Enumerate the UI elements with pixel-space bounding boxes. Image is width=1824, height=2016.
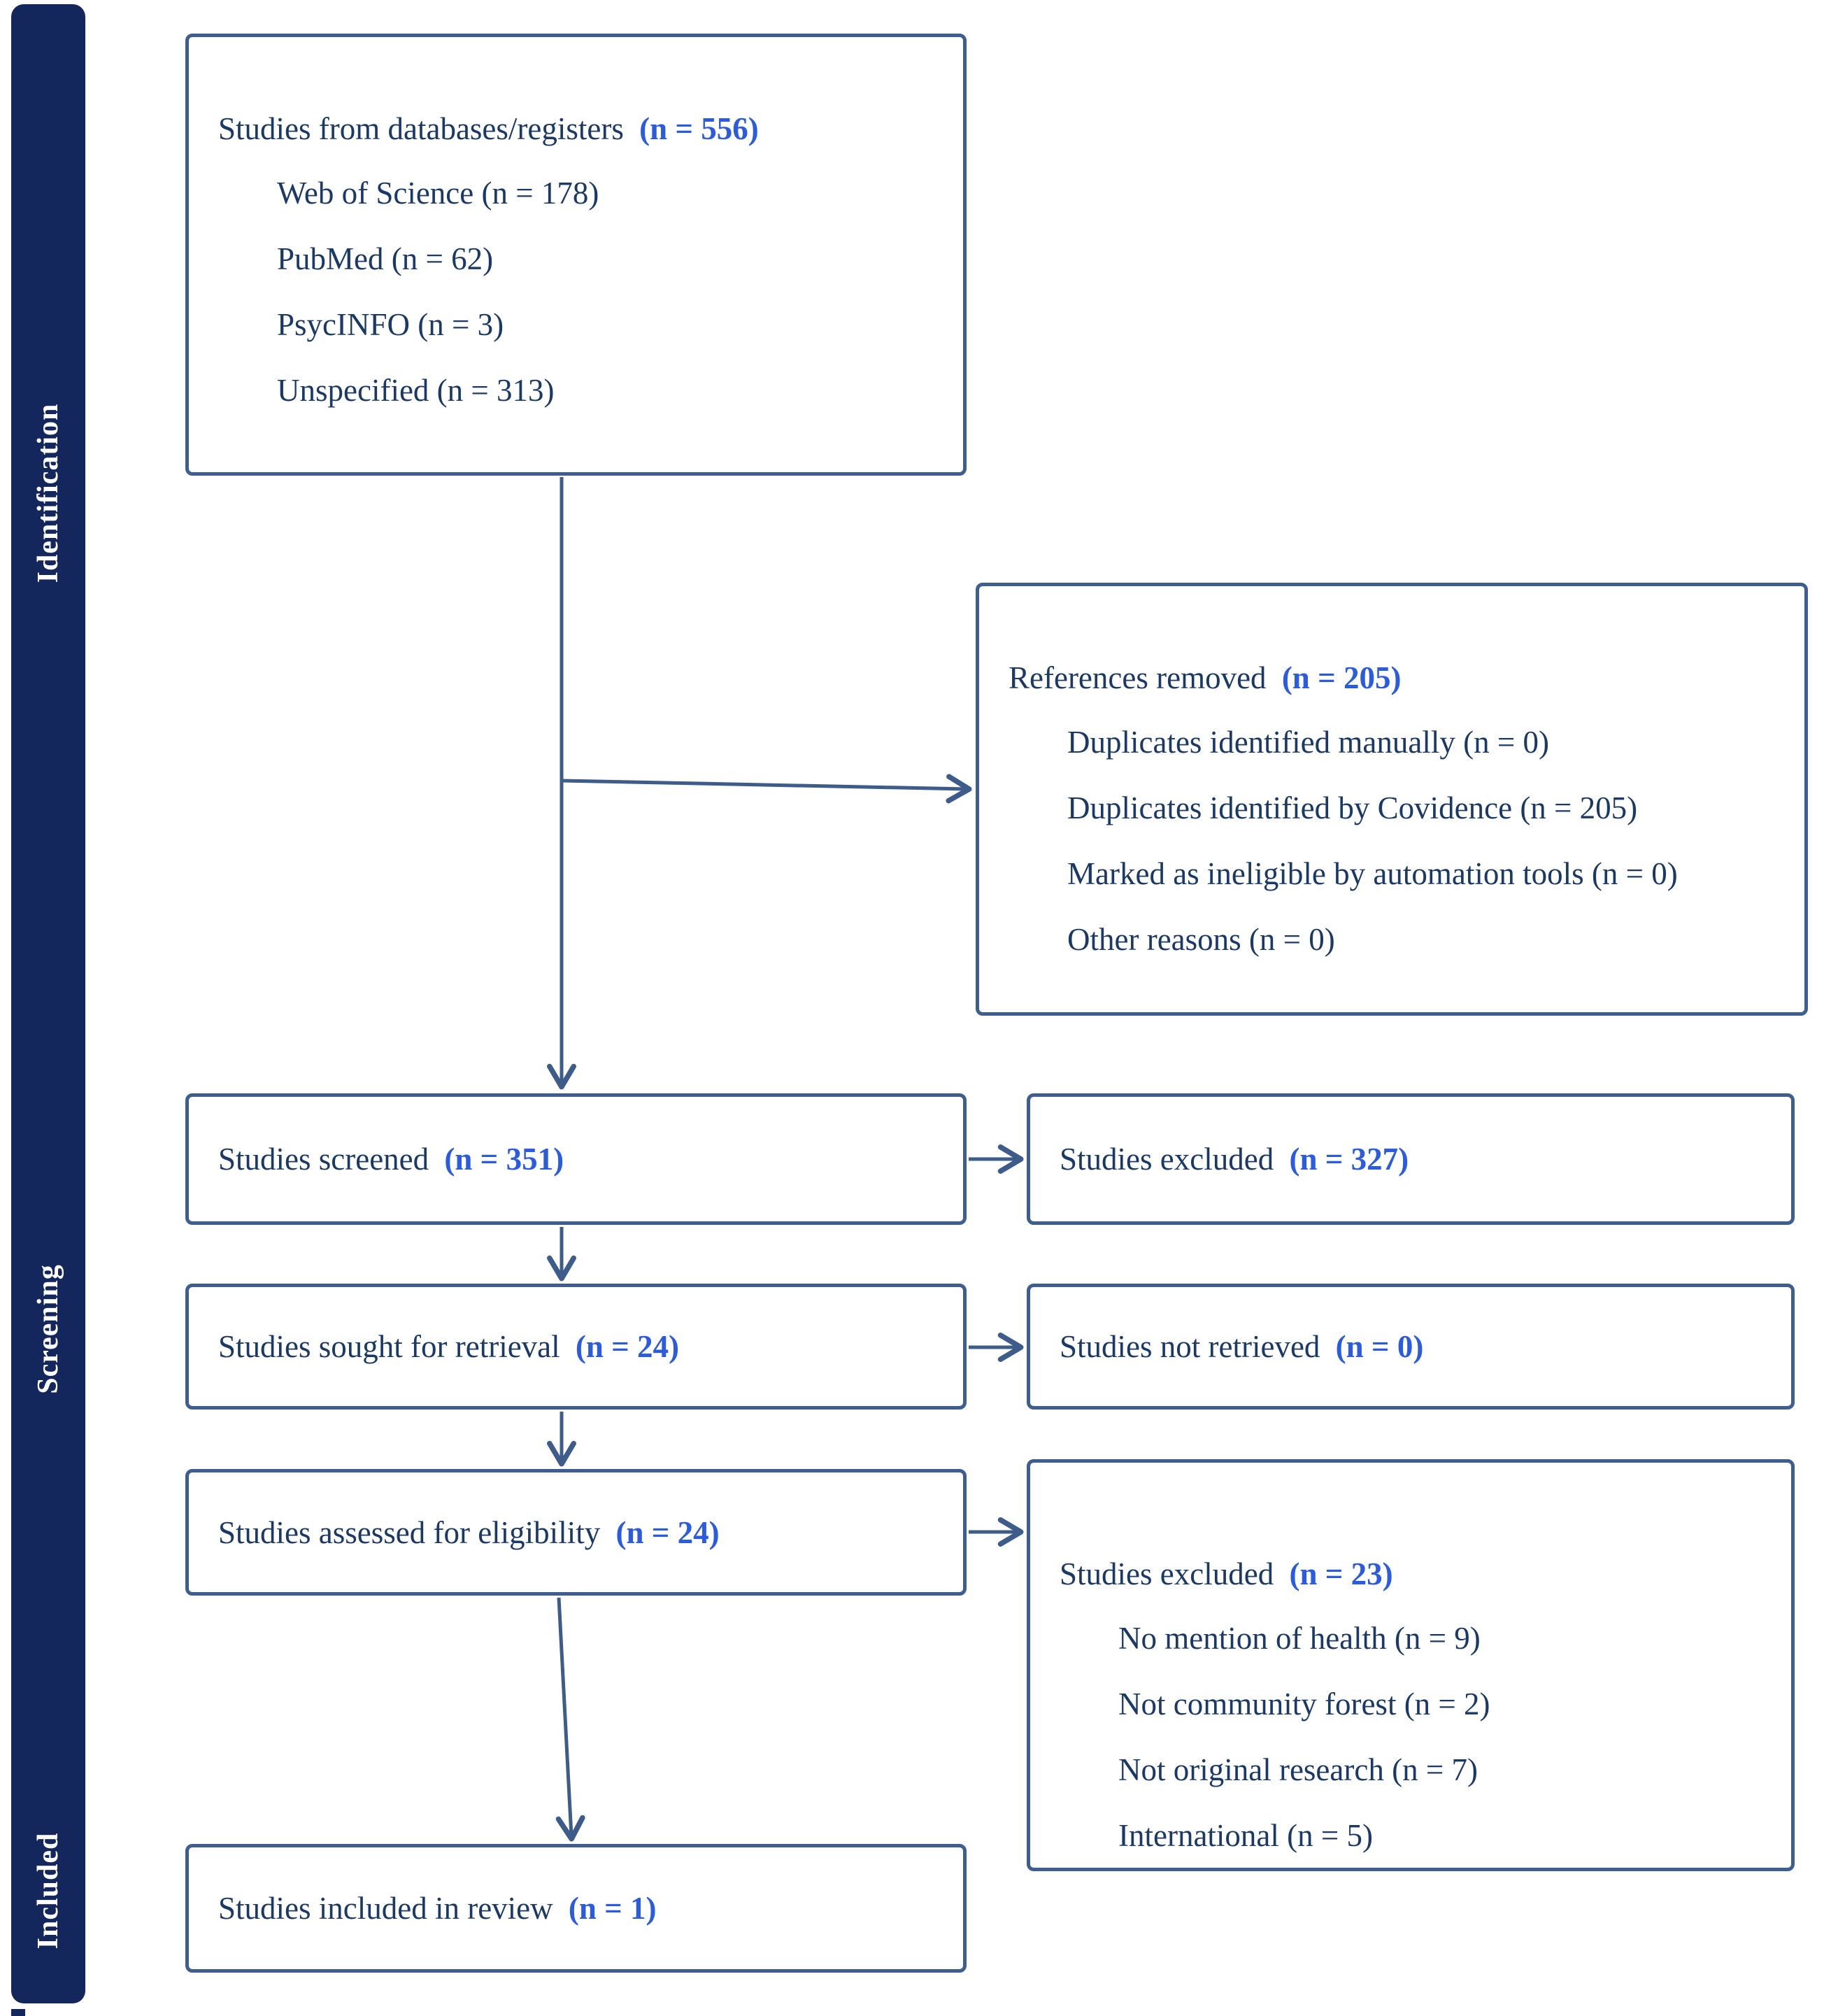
databases-title-text: Studies from databases/registers bbox=[218, 111, 624, 146]
screened-title-text: Studies screened bbox=[218, 1142, 429, 1177]
databases-count: (n = 556) bbox=[639, 111, 759, 146]
phase-label-screening: Screening bbox=[32, 1264, 64, 1394]
assessed-box: Studies assessed for eligibility (n = 24… bbox=[185, 1469, 967, 1596]
sub-item: PsycINFO (n = 3) bbox=[277, 307, 504, 342]
arrow-assessed-to-included bbox=[555, 1597, 585, 1842]
included-title: Studies included in review (n = 1) bbox=[218, 1888, 657, 1929]
references-removed-count: (n = 205) bbox=[1281, 660, 1402, 695]
sub-item: No mention of health (n = 9) bbox=[1118, 1621, 1481, 1656]
assessed-title-text: Studies assessed for eligibility bbox=[218, 1514, 601, 1550]
not-retrieved-box: Studies not retrieved (n = 0) bbox=[1027, 1284, 1795, 1410]
excluded-screening-title-text: Studies excluded bbox=[1060, 1142, 1274, 1177]
sidebar-cropped-fragment bbox=[11, 2009, 25, 2016]
excluded-eligibility-items: No mention of health (n = 9) Not communi… bbox=[1060, 1618, 1770, 1856]
sub-item: Marked as ineligible by automation tools… bbox=[1067, 856, 1678, 891]
phase-label-included: Included bbox=[32, 1832, 64, 1950]
excluded-eligibility-count: (n = 23) bbox=[1289, 1556, 1393, 1591]
excluded-screening-count: (n = 327) bbox=[1289, 1142, 1409, 1177]
sub-item: Other reasons (n = 0) bbox=[1067, 922, 1335, 957]
references-removed-box: References removed (n = 205) Duplicates … bbox=[976, 583, 1808, 1016]
excluded-screening-box: Studies excluded (n = 327) bbox=[1027, 1093, 1795, 1225]
arrow-branch-to-references-removed bbox=[561, 774, 972, 804]
included-title-text: Studies included in review bbox=[218, 1891, 553, 1926]
sub-item: Unspecified (n = 313) bbox=[277, 373, 555, 408]
screened-title: Studies screened (n = 351) bbox=[218, 1139, 564, 1179]
excluded-screening-title: Studies excluded (n = 327) bbox=[1060, 1139, 1409, 1179]
phase-sidebar: Identification Screening Included bbox=[11, 4, 85, 2003]
excluded-eligibility-title-text: Studies excluded bbox=[1060, 1556, 1274, 1591]
phase-label-identification: Identification bbox=[32, 403, 64, 583]
screened-count: (n = 351) bbox=[444, 1142, 564, 1177]
sought-title: Studies sought for retrieval (n = 24) bbox=[218, 1326, 679, 1367]
not-retrieved-count: (n = 0) bbox=[1335, 1329, 1424, 1364]
sub-item: Not community forest (n = 2) bbox=[1118, 1687, 1490, 1722]
included-box: Studies included in review (n = 1) bbox=[185, 1844, 967, 1973]
references-removed-items: Duplicates identified manually (n = 0) D… bbox=[1009, 722, 1783, 960]
databases-items: Web of Science (n = 178) PubMed (n = 62)… bbox=[218, 173, 942, 411]
excluded-eligibility-box: Studies excluded (n = 23) No mention of … bbox=[1027, 1459, 1795, 1871]
excluded-eligibility-title: Studies excluded (n = 23) bbox=[1060, 1554, 1770, 1594]
sub-item: Duplicates identified by Covidence (n = … bbox=[1067, 790, 1638, 825]
not-retrieved-title-text: Studies not retrieved bbox=[1060, 1329, 1320, 1364]
screened-box: Studies screened (n = 351) bbox=[185, 1093, 967, 1225]
sought-box: Studies sought for retrieval (n = 24) bbox=[185, 1284, 967, 1410]
included-count: (n = 1) bbox=[568, 1891, 657, 1926]
sub-item: PubMed (n = 62) bbox=[277, 241, 494, 276]
sought-title-text: Studies sought for retrieval bbox=[218, 1329, 560, 1364]
references-removed-title: References removed (n = 205) bbox=[1009, 658, 1783, 698]
sub-item: International (n = 5) bbox=[1118, 1818, 1373, 1853]
sought-count: (n = 24) bbox=[575, 1329, 680, 1364]
sub-item: Duplicates identified manually (n = 0) bbox=[1067, 725, 1549, 760]
not-retrieved-title: Studies not retrieved (n = 0) bbox=[1060, 1326, 1423, 1367]
references-removed-title-text: References removed bbox=[1009, 660, 1267, 695]
sub-item: Not original research (n = 7) bbox=[1118, 1752, 1478, 1787]
sub-item: Web of Science (n = 178) bbox=[277, 176, 599, 211]
assessed-title: Studies assessed for eligibility (n = 24… bbox=[218, 1512, 720, 1553]
assessed-count: (n = 24) bbox=[615, 1514, 720, 1550]
databases-box-title: Studies from databases/registers (n = 55… bbox=[218, 108, 942, 149]
databases-box: Studies from databases/registers (n = 55… bbox=[185, 34, 967, 476]
